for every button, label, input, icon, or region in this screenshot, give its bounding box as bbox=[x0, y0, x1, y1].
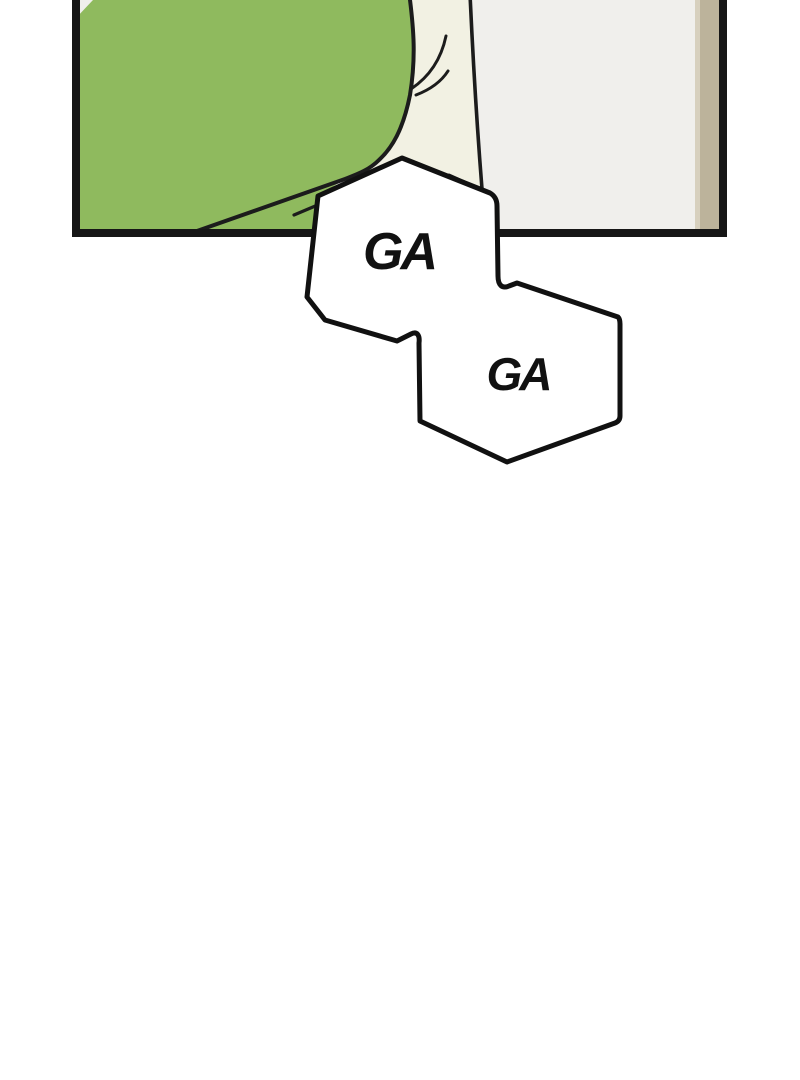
sfx-text-2: GA bbox=[487, 348, 550, 400]
sfx-bubble-outline bbox=[304, 155, 623, 465]
sfx-text-1: GA bbox=[363, 223, 435, 281]
panel-interior bbox=[80, 0, 719, 229]
door-frame-highlight bbox=[695, 0, 700, 229]
blanket-shape bbox=[80, 0, 414, 229]
sheet-crease-line-2 bbox=[414, 69, 450, 97]
sheet-crease-line-1 bbox=[409, 34, 448, 91]
sheet-shape bbox=[345, 0, 482, 196]
sheet-edge-line bbox=[468, 0, 484, 191]
blanket-outline bbox=[196, 0, 416, 229]
